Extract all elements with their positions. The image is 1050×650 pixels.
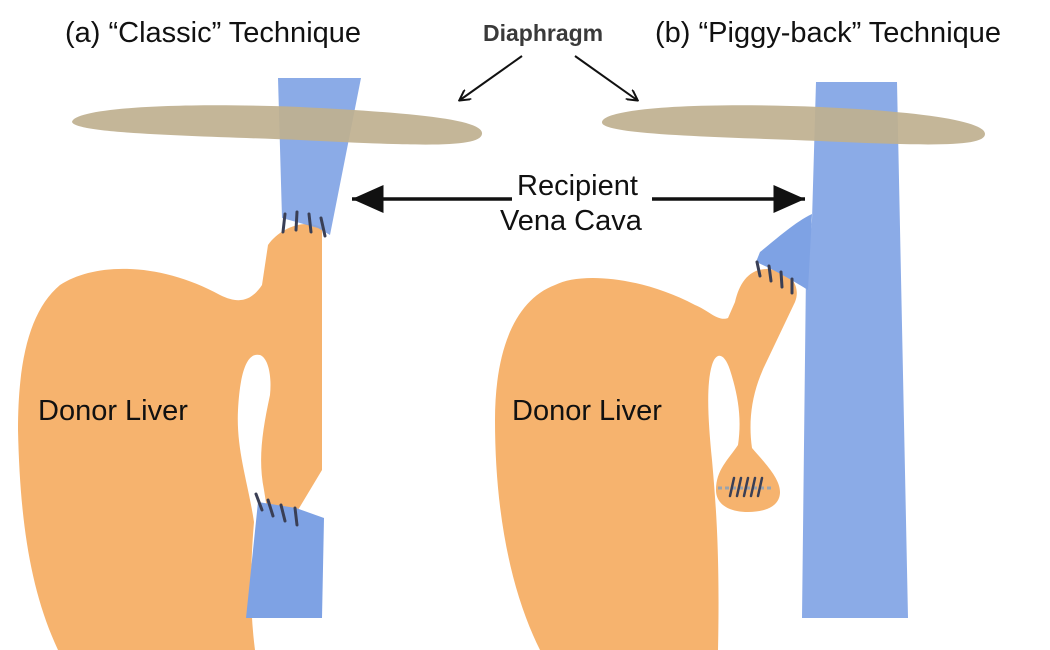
diaphragm-b [602, 105, 985, 144]
diaphragm-a [72, 105, 482, 144]
recipient-label-line2: Vena Cava [500, 205, 643, 237]
recipient-label-line1: Recipient [517, 170, 638, 202]
vena-cava-a-upper [278, 78, 361, 235]
diaphragm-arrow-left [460, 56, 522, 100]
donor-liver-a-label: Donor Liver [38, 395, 188, 427]
vena-cava-b [802, 82, 908, 618]
panel-a-title: (a) “Classic” Technique [65, 17, 361, 49]
donor-liver-b-label: Donor Liver [512, 395, 662, 427]
panel-b-title: (b) “Piggy-back” Technique [655, 17, 1001, 49]
diaphragm-arrow-right [575, 56, 637, 100]
donor-liver-b [495, 269, 797, 650]
diaphragm-label: Diaphragm [483, 20, 603, 46]
